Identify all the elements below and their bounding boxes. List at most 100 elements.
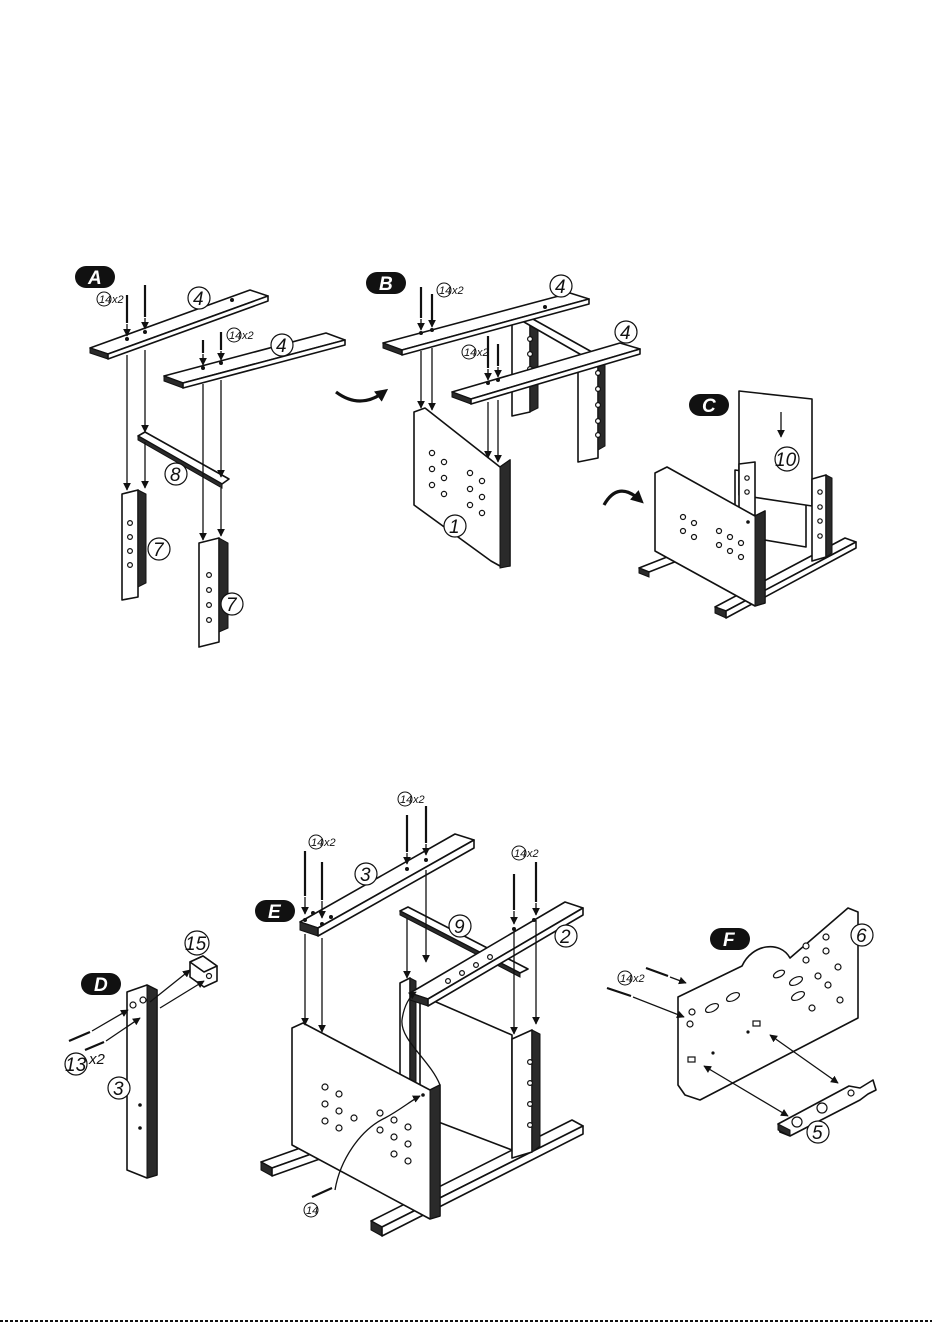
svg-text:14: 14	[306, 1205, 318, 1217]
label-a-14-right: 14	[227, 328, 241, 342]
label-b-14-right: 14	[462, 345, 476, 359]
screws-b-left	[421, 287, 432, 330]
part-2-top-bar	[410, 902, 583, 1006]
label-f-part-5: 5	[807, 1121, 829, 1144]
upright-e-right	[512, 1030, 540, 1158]
svg-text:4: 4	[276, 336, 287, 357]
label-b-part-1: 1	[444, 515, 466, 538]
label-e-14-right: 14	[512, 846, 526, 860]
step-e: E	[255, 792, 583, 1236]
svg-text:4: 4	[193, 289, 204, 310]
label-e-14-middle: 14	[398, 792, 412, 806]
label-b-part-4-front: 4	[615, 321, 637, 344]
step-e-badge: E	[255, 900, 295, 923]
part-7-leg-left	[122, 490, 146, 600]
label-d-part-15: 15	[185, 931, 209, 955]
svg-text:10: 10	[775, 450, 797, 471]
qty-b-left: x2	[451, 285, 464, 297]
part-3-upright	[127, 985, 157, 1178]
part-4-bar-b-back	[383, 293, 589, 355]
svg-text:1: 1	[449, 517, 460, 538]
svg-text:14: 14	[439, 285, 451, 297]
step-a-label: A	[87, 268, 102, 289]
svg-text:9: 9	[454, 917, 465, 938]
qty-e-middle: x2	[412, 794, 425, 806]
screws-e-right	[514, 862, 536, 924]
label-e-14-left: 14	[309, 835, 323, 849]
svg-text:3: 3	[360, 865, 371, 886]
svg-text:14: 14	[99, 294, 111, 306]
svg-text:8: 8	[170, 465, 181, 486]
qty-e-left: x2	[323, 837, 336, 849]
step-f-label: F	[723, 930, 736, 951]
step-f-badge: F	[710, 928, 750, 951]
label-a-part-7-right: 7	[221, 593, 243, 616]
qty-a-left: x2	[111, 294, 124, 306]
qty-d: x2	[88, 1051, 106, 1068]
step-f: F 6	[607, 908, 876, 1144]
svg-text:4: 4	[620, 323, 631, 344]
step-b-label: B	[379, 274, 393, 295]
part-4-bar-right	[164, 333, 345, 388]
part-7-back-leg-left	[512, 318, 538, 416]
svg-text:13: 13	[65, 1055, 87, 1076]
screws-e-left	[305, 851, 322, 918]
label-e-14-bottom: 14	[304, 1203, 318, 1217]
label-b-part-4-back: 4	[550, 275, 572, 298]
svg-text:7: 7	[226, 595, 238, 616]
svg-text:3: 3	[113, 1079, 124, 1100]
svg-text:14: 14	[620, 973, 632, 985]
step-d-badge: D	[81, 973, 121, 996]
svg-text:5: 5	[812, 1123, 823, 1144]
part-6-plate	[678, 908, 858, 1100]
svg-text:4: 4	[555, 277, 566, 298]
svg-text:14: 14	[229, 330, 241, 342]
label-b-14-left: 14	[437, 283, 451, 297]
label-a-part-4-left: 4	[188, 287, 210, 310]
svg-text:6: 6	[856, 926, 867, 947]
label-d-part-3: 3	[108, 1077, 130, 1100]
label-a-part-7-left: 7	[148, 538, 170, 561]
step-c: C 10	[604, 391, 856, 618]
part-1-side-panel	[414, 408, 510, 568]
step-a-badge: A	[75, 266, 115, 289]
qty-a-right: x2	[241, 330, 254, 342]
qty-f: x2	[632, 973, 645, 985]
svg-text:7: 7	[153, 540, 165, 561]
label-c-part-10: 10	[775, 447, 799, 471]
step-b: B	[366, 272, 640, 568]
step-d-label: D	[94, 975, 108, 996]
qty-b-right: x2	[476, 347, 489, 359]
part-3-top-bar	[300, 834, 474, 936]
svg-text:14: 14	[464, 347, 476, 359]
label-a-part-4-right: 4	[271, 334, 293, 357]
label-e-part-2: 2	[555, 925, 577, 948]
leg-c-right	[812, 475, 832, 561]
step-a: A 14 x2 4	[75, 266, 345, 647]
rotate-arrow-c	[604, 491, 640, 505]
label-d-part-13: 13	[65, 1053, 87, 1076]
part-15-block	[190, 956, 217, 987]
screws-b-right	[488, 336, 498, 380]
step-c-badge: C	[689, 394, 729, 417]
rotate-arrow-ab	[336, 392, 384, 401]
screws-a-right	[203, 332, 221, 365]
step-e-label: E	[268, 902, 282, 923]
label-f-14: 14	[618, 971, 632, 985]
svg-text:2: 2	[559, 927, 571, 948]
qty-e-right: x2	[526, 848, 539, 860]
part-7-leg-right	[199, 538, 228, 647]
step-b-badge: B	[366, 272, 406, 295]
label-e-part-3: 3	[355, 863, 377, 886]
label-f-part-6: 6	[851, 924, 873, 947]
svg-text:14: 14	[514, 848, 526, 860]
label-a-part-8: 8	[165, 463, 187, 486]
svg-text:15: 15	[185, 934, 207, 955]
label-a-14-left: 14	[97, 292, 111, 306]
svg-text:14: 14	[400, 794, 412, 806]
svg-text:14: 14	[311, 837, 323, 849]
step-c-label: C	[702, 396, 716, 417]
step-d: D 3 15	[65, 931, 217, 1178]
